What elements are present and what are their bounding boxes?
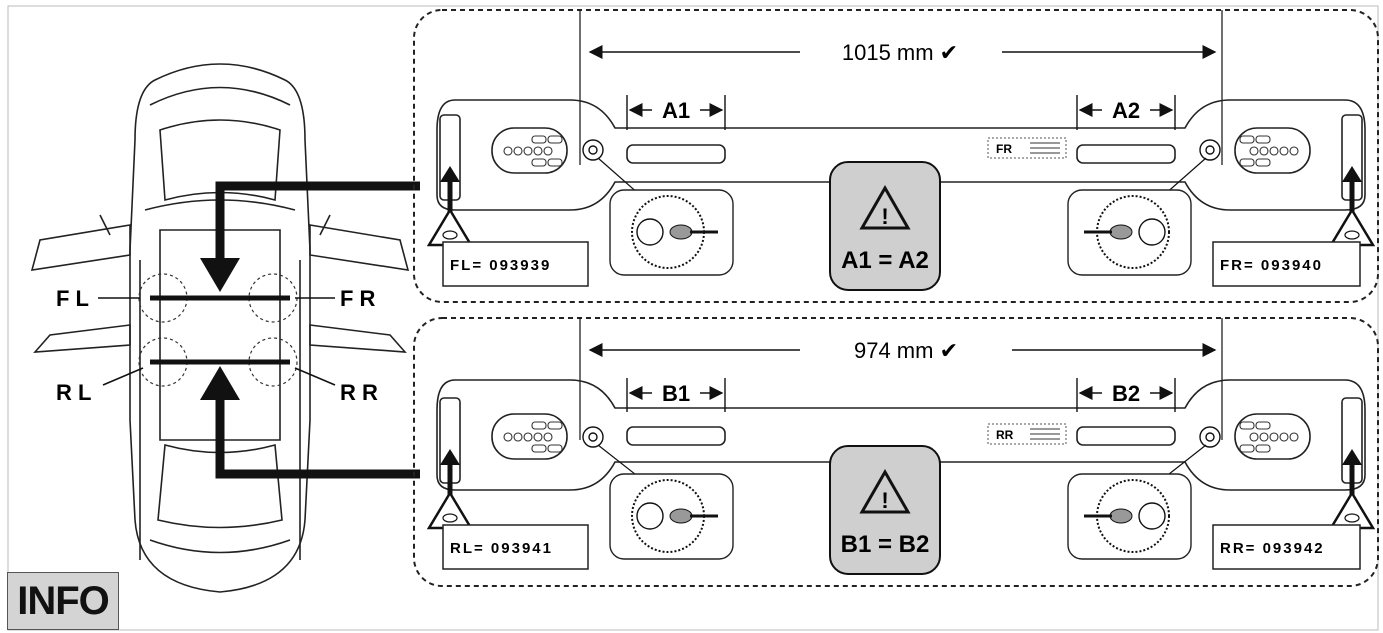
wheel-label-fr: F R [340,286,376,311]
wheel-markers [138,273,298,387]
rear-axle-panel: 974 mm ✔ [413,317,1379,587]
rear-width-label: 974 mm ✔ [854,338,958,363]
info-label: INFO [7,572,119,630]
svg-text:!: ! [881,204,888,229]
wheel-label-rl: R L [56,380,91,405]
rear-right-code: RR= 093942 [1220,540,1325,557]
adjustment-dial-icon [597,157,1207,276]
front-right-dimension: A2 [1112,98,1140,123]
eye-warning-icon [426,449,1376,530]
front-warning-text: A1 = A2 [841,247,929,274]
wheel-label-fl: F L [56,286,89,311]
front-left-code: FL= 093939 [450,257,551,274]
adjustment-dial-icon [597,444,1207,560]
warning-triangle-icon: ! [829,445,941,575]
rear-left-code: RL= 093941 [450,540,553,557]
rear-left-dimension: B1 [662,381,690,406]
wheel-label-rr: R R [340,380,378,405]
front-left-dimension: A1 [662,98,690,123]
connector-arrows [200,181,420,479]
bolt-icon [582,139,1221,161]
front-right-code: FR= 093940 [1220,257,1323,274]
rear-right-dimension: B2 [1112,381,1140,406]
rear-warning-text: B1 = B2 [841,531,930,558]
svg-text:!: ! [881,488,888,513]
warning-triangle-icon: ! [829,161,941,291]
front-axle-panel: 1015 mm ✔ [413,9,1379,303]
keypad-icon [503,421,1299,453]
front-side-tag: FR [996,142,1012,156]
keypad-icon [503,135,1299,167]
bolt-icon [582,426,1221,448]
rear-side-tag: RR [996,428,1014,442]
front-width-label: 1015 mm ✔ [842,40,958,65]
car-top-view-icon [30,63,410,593]
